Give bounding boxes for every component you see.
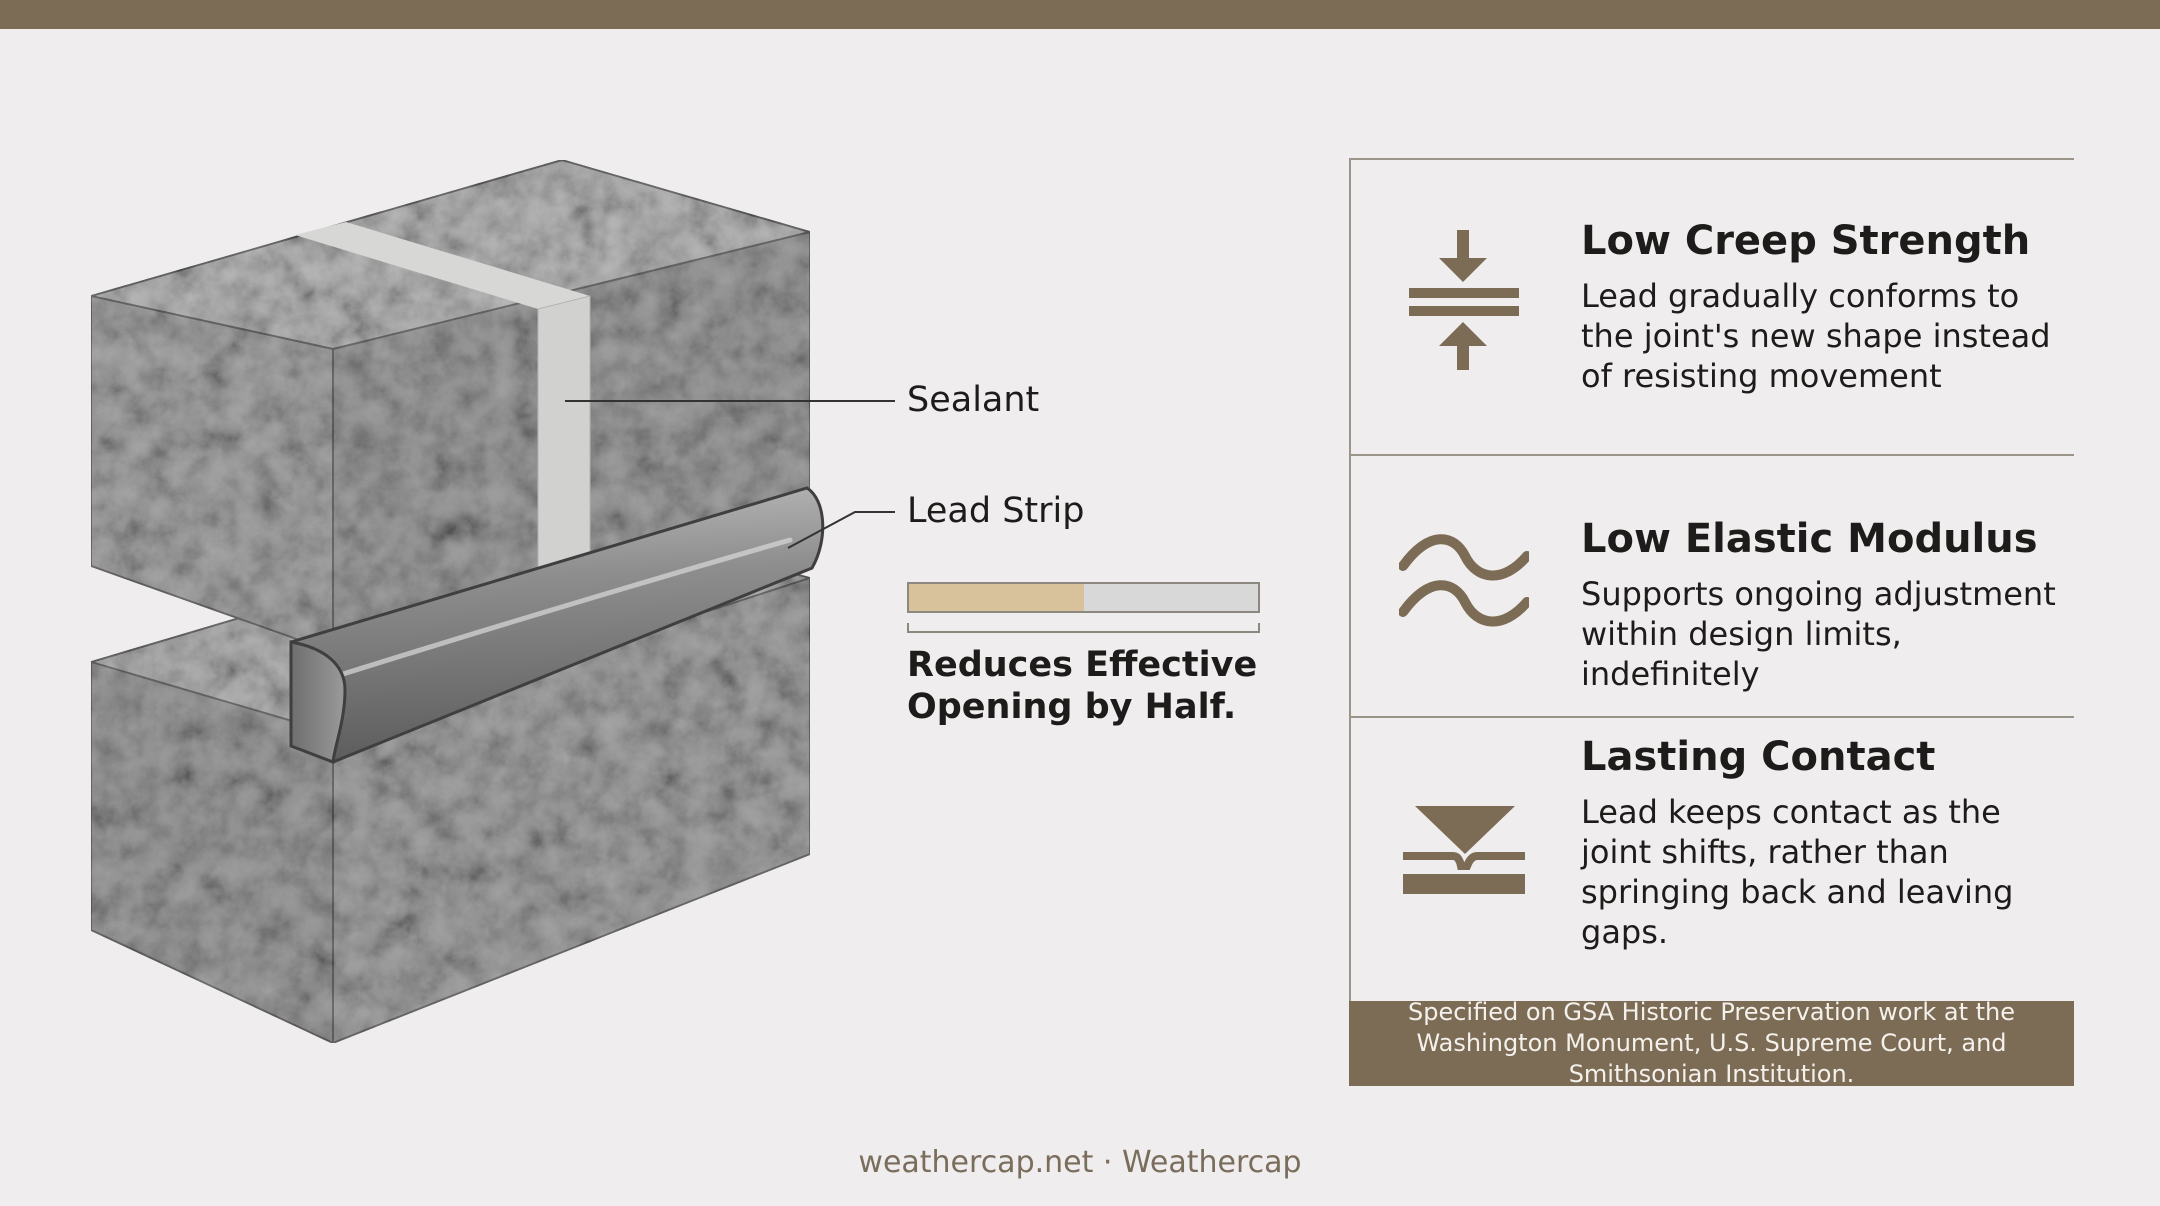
contact-wedge-icon bbox=[1403, 806, 1525, 894]
feature-title: Low Creep Strength bbox=[1581, 218, 2031, 264]
panel-divider bbox=[1351, 454, 2074, 456]
feature-description: Supports ongoing adjustment within desig… bbox=[1581, 575, 2056, 693]
properties-panel: Low Creep Strength Lead gradually confor… bbox=[1349, 158, 2074, 1086]
meter-bracket bbox=[907, 623, 1260, 633]
site-credit: weathercap.net · Weathercap bbox=[858, 1145, 1302, 1180]
meter-caption: Reduces Effective Opening by Half. bbox=[907, 645, 1258, 727]
feature-description: Lead keeps contact as the joint shifts, … bbox=[1581, 793, 2014, 951]
compression-arrows-icon bbox=[1409, 230, 1519, 370]
feature-lasting-contact: Lasting Contact Lead keeps contact as th… bbox=[1351, 716, 2074, 996]
effective-opening-meter bbox=[907, 582, 1260, 613]
footer-banner: Specified on GSA Historic Preservation w… bbox=[1349, 998, 2074, 1088]
lead-strip-leader-line bbox=[787, 511, 895, 549]
lead-strip-label: Lead Strip bbox=[907, 491, 1085, 531]
feature-title: Lasting Contact bbox=[1581, 734, 1936, 780]
sealant-label: Sealant bbox=[907, 380, 1040, 420]
lead-strip bbox=[289, 486, 825, 765]
sealant-strip bbox=[295, 222, 591, 579]
feature-low-creep-strength: Low Creep Strength Lead gradually confor… bbox=[1351, 158, 2074, 454]
panel-divider-top bbox=[1351, 158, 2074, 160]
panel-divider bbox=[1351, 716, 2074, 718]
feature-description: Lead gradually conforms to the joint's n… bbox=[1581, 277, 2051, 395]
feature-title: Low Elastic Modulus bbox=[1581, 516, 2038, 562]
joint-cross-section-diagram bbox=[87, 158, 895, 1045]
wave-icon bbox=[1399, 534, 1529, 627]
top-accent-bar bbox=[0, 0, 2160, 29]
feature-low-elastic-modulus: Low Elastic Modulus Supports ongoing adj… bbox=[1351, 454, 2074, 716]
footer-note: Specified on GSA Historic Preservation w… bbox=[1407, 998, 2015, 1088]
effective-opening-meter-fill bbox=[909, 584, 1084, 611]
